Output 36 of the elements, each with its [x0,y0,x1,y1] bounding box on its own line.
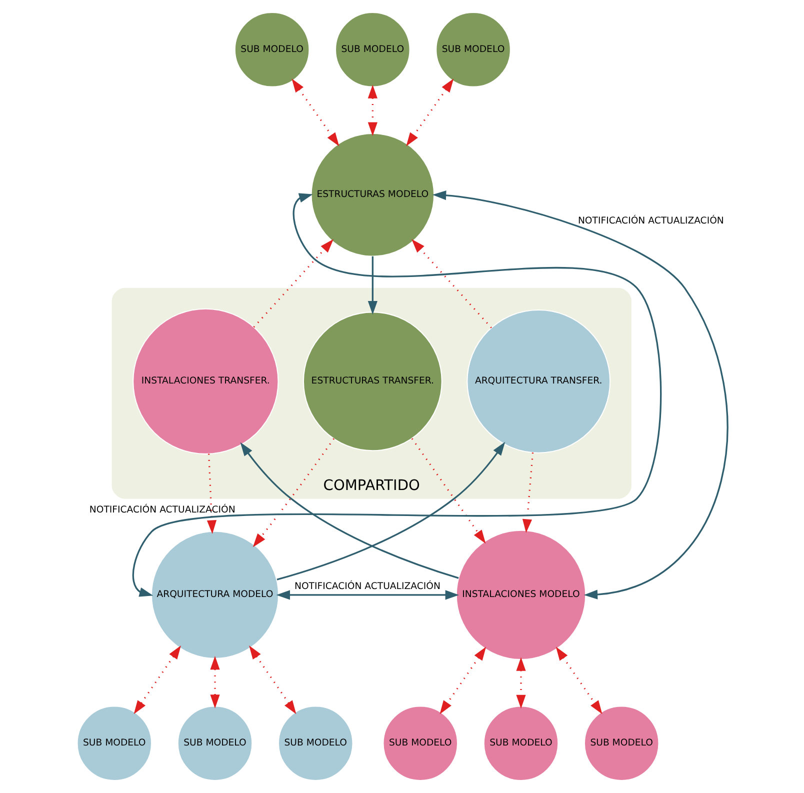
arrow [406,78,454,146]
arrow [367,256,377,315]
arrow [248,646,296,714]
arrow [555,646,602,714]
node-circle: ARQUITECTURA TRANSFER. [466,309,610,454]
node-circle: INSTALACIONES TRANSFER. [132,308,278,454]
arrow [240,442,458,579]
arrow [522,452,534,533]
arrow [432,190,728,600]
edge-label: NOTIFICACIÓN ACTUALIZACIÓN [88,504,235,516]
node-circle: SUB MODELO [583,706,659,781]
node-circle: SUB MODELO [277,706,353,781]
arrow [367,84,377,136]
arrow [439,646,486,714]
node-circle: SUB MODELO [482,706,558,781]
node-circle: SUB MODELO [234,12,310,88]
arrow [276,590,459,600]
edge-label: NOTIFICACIÓN ACTUALIZACIÓN [577,215,724,226]
node-circle: SUB MODELO [176,706,252,781]
arrow [516,657,526,709]
edge-label: NOTIFICACIÓN ACTUALIZACIÓN [294,580,440,592]
arrow [210,656,220,708]
arrow [276,442,505,580]
node-circle: SUB MODELO [334,12,410,88]
arrow [252,438,334,548]
arrow [291,78,339,146]
arrow [132,193,662,597]
node-circle: SUB MODELO [435,12,510,88]
arrow [410,438,486,544]
node-circle: SUB MODELO [382,706,458,781]
node-circle: ESTRUCTURAS TRANSFER. [302,312,442,452]
arrow [206,454,216,534]
arrow [133,646,180,714]
node-circle: SUB MODELO [76,706,152,781]
arrow [411,239,492,328]
arrow [252,239,333,328]
